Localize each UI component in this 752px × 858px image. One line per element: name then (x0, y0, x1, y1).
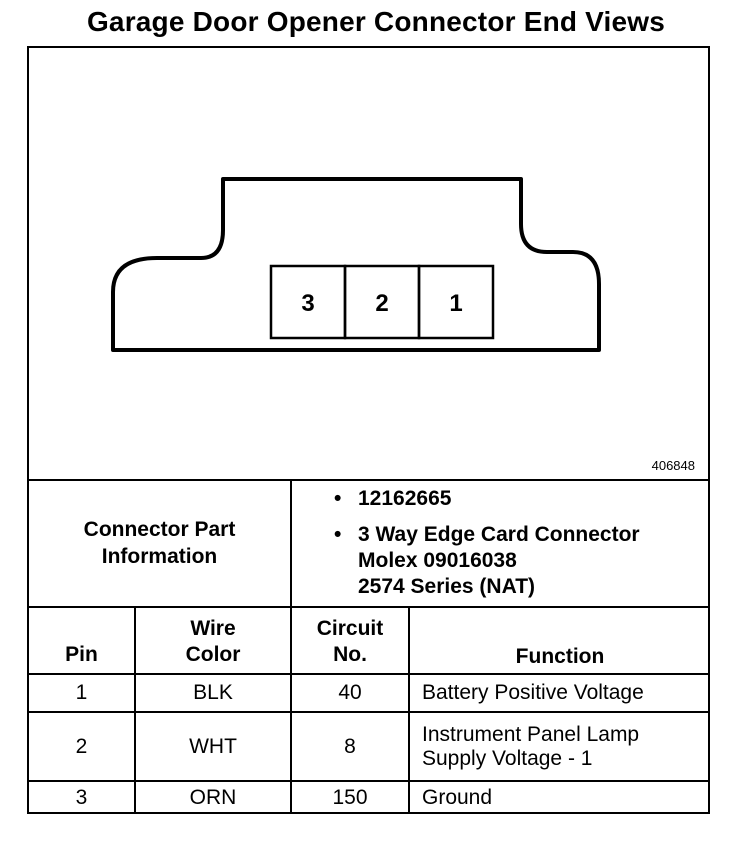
bullet-icon: • (334, 523, 342, 546)
table-cell-pin: 2 (75, 734, 88, 758)
header-circuit-no: Circuit No. (316, 617, 384, 666)
divider (290, 480, 292, 607)
bullet-icon: • (334, 487, 342, 510)
table-cell-circuit: 8 (344, 734, 356, 758)
pin-label: 3 (301, 290, 314, 317)
divider (134, 607, 136, 814)
connector-housing-outline (111, 177, 601, 352)
pin-label: 1 (449, 290, 462, 317)
divider (27, 479, 710, 481)
table-cell-pin: 3 (75, 785, 88, 809)
table-cell-color: ORN (189, 785, 237, 809)
connector-description-item: • 3 Way Edge Card Connector Molex 090160… (334, 523, 640, 598)
table-cell-color: BLK (193, 681, 233, 704)
divider (27, 606, 710, 608)
table-cell-circuit: 150 (332, 785, 368, 809)
figure-id: 406848 (651, 458, 695, 473)
table-cell-color: WHT (189, 734, 237, 758)
connector-part-info-label: Connector Part Information (83, 518, 236, 568)
header-wire-color: Wire Color (185, 617, 241, 666)
divider (27, 711, 710, 713)
divider (408, 607, 410, 814)
divider (290, 607, 292, 814)
connector-part-info-list: • 12162665 • 3 Way Edge Card Connector M… (334, 486, 640, 610)
connector-frame (27, 46, 710, 814)
connector-end-view: 3 2 1 (111, 177, 601, 352)
divider (27, 673, 710, 675)
table-cell-function: Battery Positive Voltage (422, 681, 644, 704)
part-number-item: • 12162665 (334, 487, 452, 510)
pin-label: 2 (375, 290, 388, 317)
pin-cavity-1 (417, 264, 495, 340)
table-cell-circuit: 40 (338, 681, 362, 704)
table-cell-function: Ground (422, 785, 493, 809)
header-function: Function (515, 645, 605, 668)
table-cell-pin: 1 (75, 681, 88, 704)
page-title: Garage Door Opener Connector End Views (86, 6, 666, 37)
divider (27, 780, 710, 782)
header-pin: Pin (65, 643, 98, 666)
